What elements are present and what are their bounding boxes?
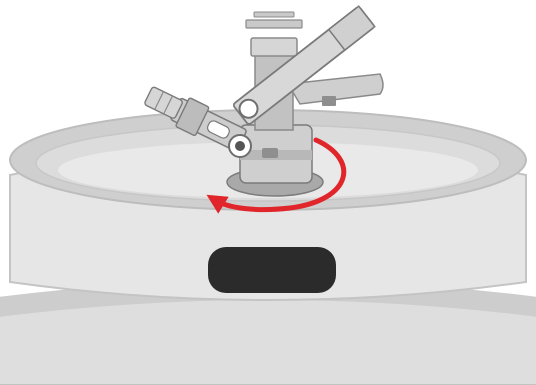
coupler-stem-cap-top bbox=[254, 12, 294, 17]
coupler-lug bbox=[262, 148, 278, 158]
gas-inlet-barb bbox=[144, 86, 183, 119]
coupler-outlet-tab bbox=[322, 96, 336, 106]
coupler-stem-collar bbox=[251, 38, 297, 56]
keg-handle-slot bbox=[208, 247, 336, 293]
coupler-check-knob-center bbox=[235, 141, 245, 151]
coupler-stem-cap bbox=[246, 20, 302, 28]
